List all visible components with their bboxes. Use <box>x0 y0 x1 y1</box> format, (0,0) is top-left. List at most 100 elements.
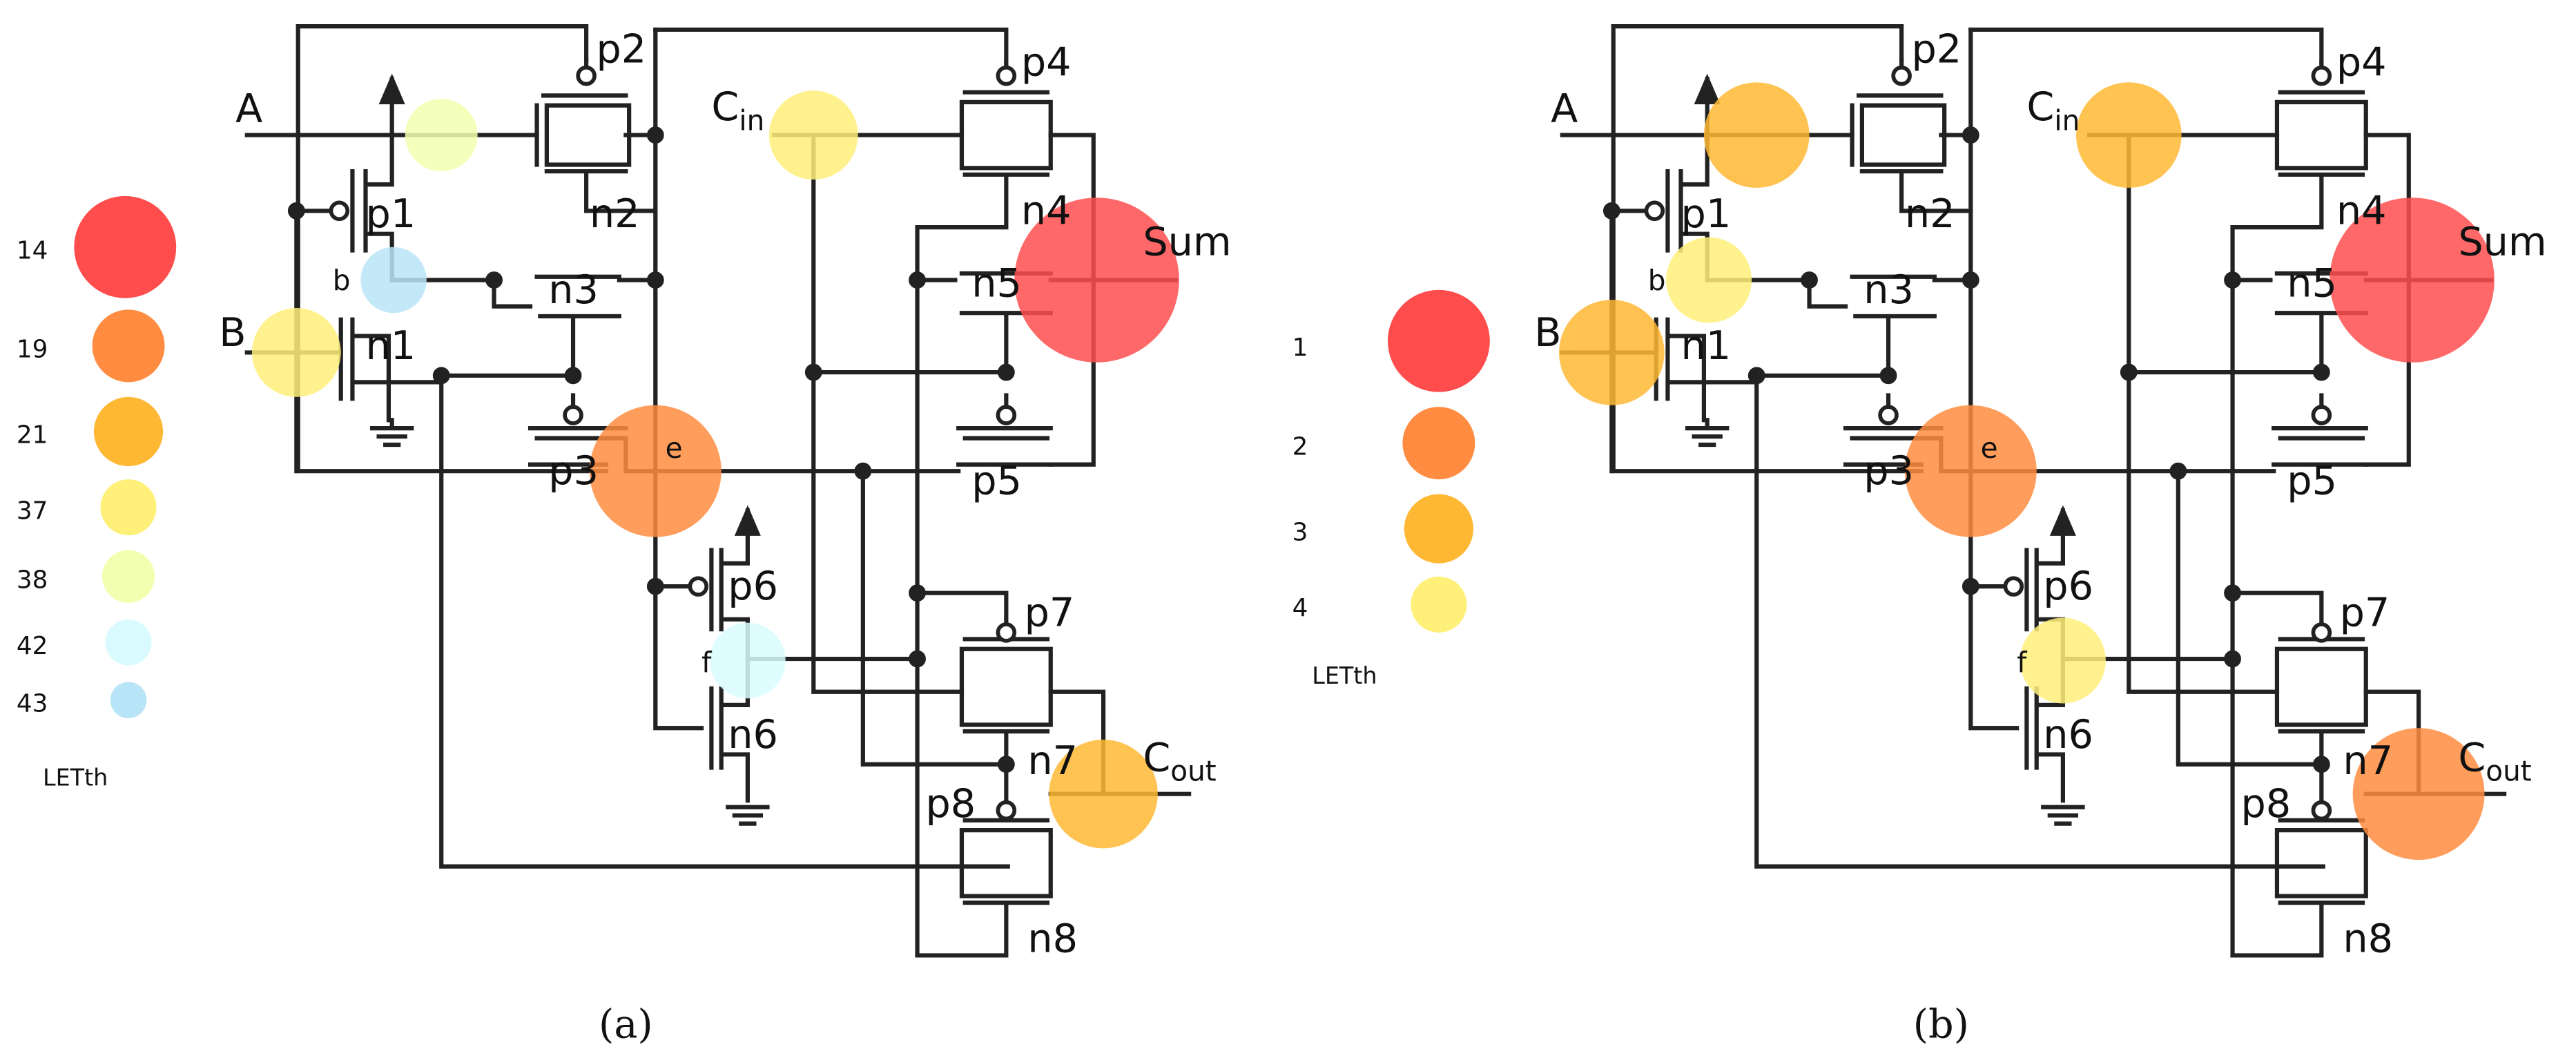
input-A-label: A <box>1551 86 1578 132</box>
input-cin-label: Cin <box>711 84 764 137</box>
p8-label: p8 <box>2240 781 2291 827</box>
n2-label: n2 <box>590 191 640 237</box>
input-B-label: B <box>219 310 246 356</box>
output-sum-label: Sum <box>2458 220 2546 265</box>
n7-label: n7 <box>1027 738 1078 784</box>
panel-a: 14 19 21 37 38 42 43 LETth <box>17 24 1232 1048</box>
node-e-label: e <box>1981 432 1998 465</box>
node-b-bubble <box>360 247 427 314</box>
node-e-bubble <box>589 405 722 537</box>
n8-label: n8 <box>2343 916 2393 962</box>
p4-label: p4 <box>2336 40 2387 86</box>
n4-label: n4 <box>1021 188 1072 233</box>
p7-label: p7 <box>2340 590 2390 635</box>
node-f-bubble <box>2020 617 2106 704</box>
junctions-b <box>1602 65 2332 821</box>
n1-label: n1 <box>366 323 416 369</box>
legend-b-title: LETth <box>1312 662 1377 689</box>
legend-b-label-1: 1 <box>1292 334 1308 362</box>
p3-label: p3 <box>548 448 599 494</box>
node-cin-bubble <box>768 90 858 180</box>
caption-b: (b) <box>1913 1002 1969 1048</box>
p1-label: p1 <box>1681 191 1732 237</box>
legend-a-swatch-7 <box>110 682 147 718</box>
legend-b-label-3: 3 <box>1292 518 1308 546</box>
output-cout-label: Cout <box>2458 735 2531 787</box>
legend-a-label-3: 21 <box>17 421 48 450</box>
node-cout-bubble <box>2352 728 2485 860</box>
legend-b-label-4: 4 <box>1292 594 1308 622</box>
output-cout-label: Cout <box>1143 735 1216 787</box>
node-B-bubble <box>1559 300 1665 405</box>
legend-a-label-2: 19 <box>17 336 48 364</box>
output-sum-label: Sum <box>1143 220 1231 265</box>
legend-a-swatch-5 <box>101 550 155 603</box>
node-e-bubble <box>1904 405 2037 537</box>
p4-label: p4 <box>1021 40 1072 86</box>
legend-a-label-5: 38 <box>17 566 48 595</box>
node-b-label: b <box>1648 264 1666 297</box>
labels-a: A B Cin Sum Cout b e f p1 p2 p3 p4 p5 p6… <box>219 27 1231 962</box>
node-a-bubble <box>405 99 478 172</box>
node-f-label: f <box>2017 646 2028 679</box>
panel-b: 1 2 3 4 LETth <box>1292 24 2547 1048</box>
node-sum-bubble <box>2330 198 2495 363</box>
p5-label: p5 <box>2287 459 2337 504</box>
labels-b: A B Cin Sum Cout b e f p1 p2 p3 p4 p5 p6… <box>1534 27 2546 962</box>
legend-a: 14 19 21 37 38 42 43 LETth <box>17 195 177 791</box>
caption-a: (a) <box>599 1002 653 1048</box>
input-A-label: A <box>235 86 262 132</box>
node-b-bubble <box>1666 237 1752 323</box>
n2-label: n2 <box>1905 191 1955 237</box>
node-f-label: f <box>701 646 713 679</box>
p6-label: p6 <box>728 564 778 609</box>
legend-b-swatch-2 <box>1402 407 1475 480</box>
p2-label: p2 <box>1911 27 1962 73</box>
p6-label: p6 <box>2043 564 2093 609</box>
p8-label: p8 <box>925 781 976 827</box>
sensitivity-b <box>1559 82 2495 860</box>
legend-a-label-6: 42 <box>17 632 48 660</box>
p3-label: p3 <box>1863 448 1914 494</box>
node-b-label: b <box>333 264 351 297</box>
legend-a-title: LETth <box>43 764 108 791</box>
legend-a-swatch-3 <box>93 396 164 467</box>
legend-b-swatch-4 <box>1411 576 1467 633</box>
legend-b: 1 2 3 4 LETth <box>1292 289 1490 689</box>
legend-a-label-7: 43 <box>17 689 48 718</box>
legend-a-swatch-1 <box>74 195 177 298</box>
p1-label: p1 <box>366 191 416 237</box>
legend-a-swatch-2 <box>92 309 165 383</box>
node-cout-bubble <box>1049 739 1158 849</box>
p2-label: p2 <box>596 27 646 73</box>
node-e-label: e <box>666 432 683 465</box>
node-f-bubble <box>710 622 786 699</box>
node-cin-bubble <box>2075 82 2182 188</box>
n7-label: n7 <box>2343 738 2393 784</box>
n1-label: n1 <box>1681 323 1732 369</box>
legend-a-swatch-6 <box>105 619 152 666</box>
legend-b-swatch-3 <box>1404 494 1473 564</box>
n5-label: n5 <box>2287 260 2337 306</box>
n8-label: n8 <box>1027 916 1078 962</box>
node-B-bubble <box>251 308 341 397</box>
n3-label: n3 <box>1863 267 1914 313</box>
n6-label: n6 <box>728 712 778 758</box>
n5-label: n5 <box>971 260 1022 306</box>
legend-b-swatch-1 <box>1387 289 1490 392</box>
n6-label: n6 <box>2043 712 2093 758</box>
p5-label: p5 <box>971 459 1022 504</box>
input-B-label: B <box>1534 310 1561 356</box>
legend-a-label-4: 37 <box>17 497 48 525</box>
sensitivity-a <box>251 90 1179 849</box>
legend-b-label-2: 2 <box>1292 432 1308 461</box>
node-a-bubble <box>1703 82 1810 188</box>
legend-a-label-1: 14 <box>17 236 48 264</box>
legend-a-swatch-4 <box>100 479 157 536</box>
n3-label: n3 <box>548 267 599 313</box>
input-cin-label: Cin <box>2026 84 2080 137</box>
n4-label: n4 <box>2336 188 2387 233</box>
p7-label: p7 <box>1025 590 1075 635</box>
node-sum-bubble <box>1014 198 1179 363</box>
